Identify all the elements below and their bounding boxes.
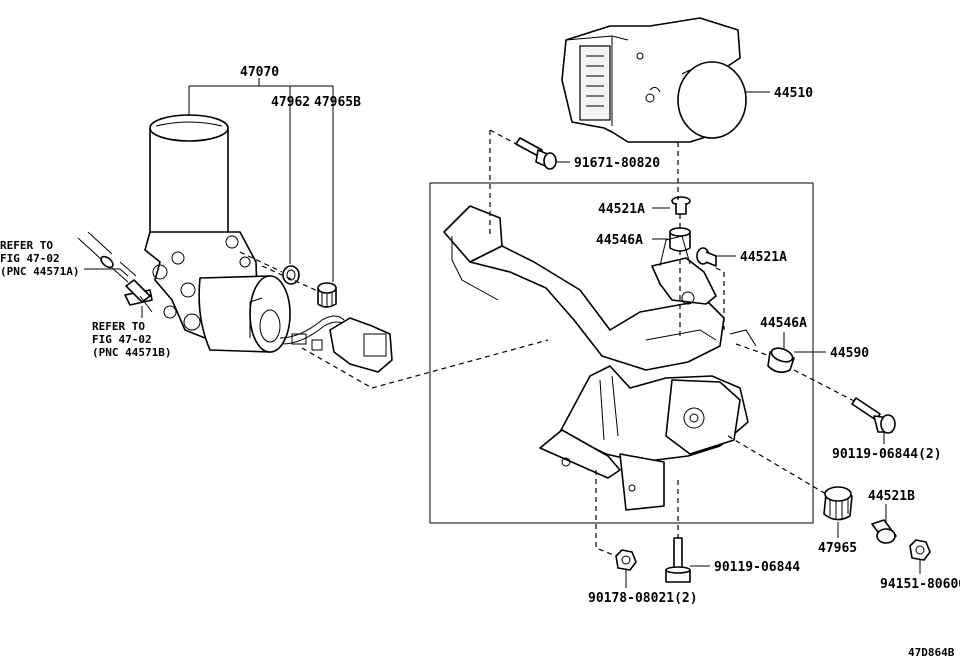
label-47965: 47965	[818, 541, 857, 556]
label-47070: 47070	[240, 65, 279, 80]
figure-code: 47D864B	[908, 646, 955, 659]
bolt-90119-06844[interactable]	[665, 537, 691, 583]
collar-44521a-right[interactable]	[696, 247, 717, 267]
label-44590: 44590	[830, 346, 869, 361]
label-47962: 47962	[271, 95, 310, 110]
collar-44521b[interactable]	[871, 519, 897, 544]
refer-pipe-upper	[77, 231, 137, 283]
bracket-assembly-frame	[429, 182, 814, 524]
accumulator-pump-assembly-47070[interactable]	[124, 114, 393, 373]
bolt-91671-80820[interactable]	[515, 137, 557, 170]
label-94151-80600: 94151-80600	[880, 577, 960, 592]
refer-note-2-line-1: REFER TO	[92, 320, 145, 333]
leader-lines	[84, 78, 921, 588]
refer-pipe-lower	[125, 279, 153, 313]
refer-note-2-line-3: (PNC 44571B)	[92, 346, 171, 359]
label-44510: 44510	[774, 86, 813, 101]
refer-note-1-line-3: (PNC 44571A)	[0, 265, 79, 278]
actuator-bracket-44590[interactable]	[443, 205, 757, 511]
collar-44521a-top[interactable]	[671, 196, 691, 215]
bolt-90119-06844-x2[interactable]	[851, 397, 896, 434]
installation-dashed-lines	[239, 129, 857, 557]
nut-90178-08021-x2[interactable]	[615, 549, 637, 571]
label-44546a-right: 44546A	[760, 316, 807, 331]
cushion-44546a-right[interactable]	[767, 346, 795, 374]
label-90119-06844-x2: 90119-06844(2)	[832, 447, 942, 462]
brake-actuator-44510[interactable]	[561, 17, 747, 143]
refer-note-2-line-2: FIG 47-02	[92, 333, 152, 346]
refer-note-1-line-2: FIG 47-02	[0, 252, 60, 265]
label-47965b: 47965B	[314, 95, 361, 110]
label-44546a-top: 44546A	[596, 233, 643, 248]
grommet-47965b[interactable]	[317, 282, 337, 308]
label-44521b: 44521B	[868, 489, 915, 504]
label-90178-08021-x2: 90178-08021(2)	[588, 591, 698, 606]
label-91671-80820: 91671-80820	[574, 156, 660, 171]
nut-94151-80600[interactable]	[909, 539, 931, 561]
label-44521a-top: 44521A	[598, 202, 645, 217]
grommet-47965[interactable]	[823, 486, 853, 521]
label-44521a-right: 44521A	[740, 250, 787, 265]
cushion-44546a-top[interactable]	[669, 227, 691, 252]
label-90119-06844: 90119-06844	[714, 560, 800, 575]
refer-note-1-line-1: REFER TO	[0, 239, 53, 252]
